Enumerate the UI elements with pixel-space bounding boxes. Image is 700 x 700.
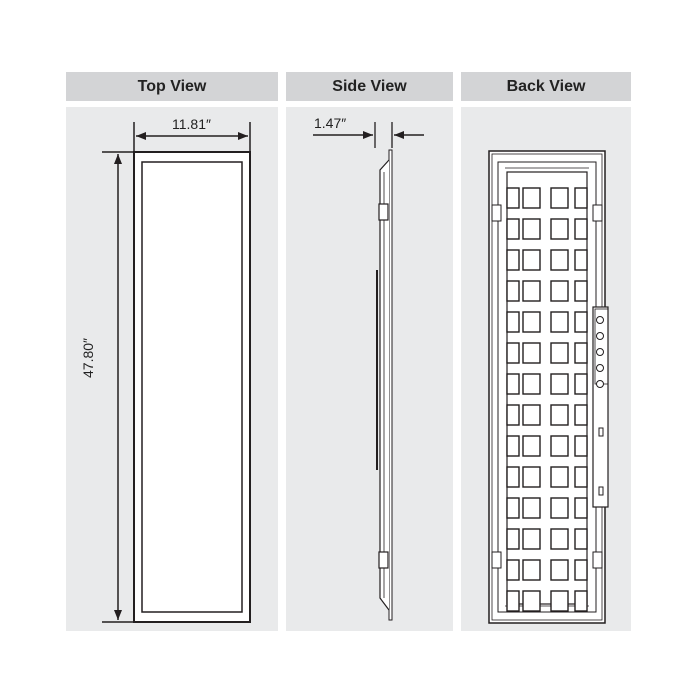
header-top-view: Top View bbox=[66, 72, 278, 101]
back-view-drawing bbox=[488, 150, 609, 624]
header-back-view: Back View bbox=[461, 72, 631, 101]
dimension-width-label: 11.81″ bbox=[172, 116, 211, 132]
panel-side-view bbox=[286, 107, 453, 631]
header-side-view: Side View bbox=[286, 72, 453, 101]
dimension-depth-label: 1.47″ bbox=[314, 115, 347, 131]
top-view-drawing bbox=[102, 122, 251, 623]
dimension-length-label: 47.80″ bbox=[80, 338, 96, 378]
side-view-drawing bbox=[313, 122, 424, 621]
